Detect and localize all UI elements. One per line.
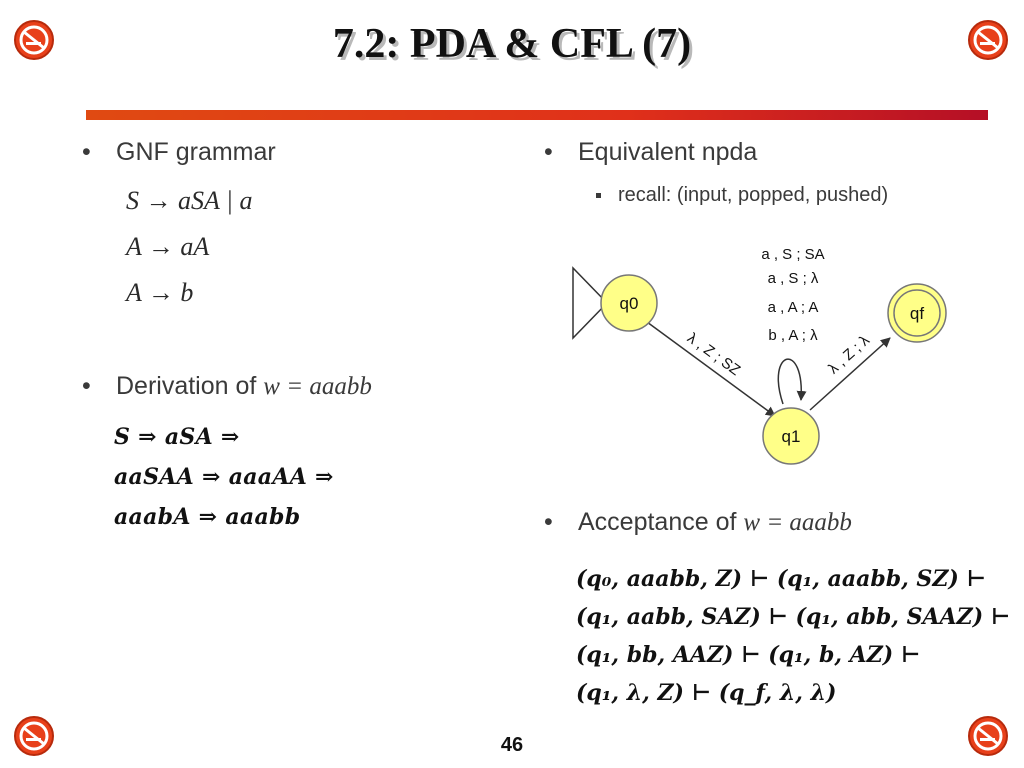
no-smoking-icon [12,714,56,758]
edge-q0-q1 [646,321,776,417]
loop-label: a , A ; A [768,299,819,316]
gnf-heading: • GNF grammar [82,138,276,166]
edge-label: λ , Z ; λ [825,332,873,378]
edge-q1-qf [809,337,891,411]
loop-label: a , S ; SA [761,246,824,263]
acceptance-heading: • Acceptance of w = aaabb [544,508,852,536]
no-smoking-icon [12,18,56,62]
start-arrow [572,266,609,340]
title-rule [86,110,988,120]
grammar-rule: S → aSA | a [126,186,253,215]
npda-heading: • Equivalent npda [544,138,758,166]
acceptance-line: (q₁, aabb, SAZ) ⊢ (q₁, abb, SAAZ) ⊢ [576,604,1011,630]
state-label: q0 [620,294,639,313]
state-label: q1 [782,427,801,446]
state-q1 [762,407,820,465]
state-qf [887,283,947,343]
loop-label: b , A ; λ [768,327,818,344]
acceptance-line: (q₁, λ, Z) ⊢ (q_f, λ, λ) [576,680,837,706]
no-smoking-icon [966,714,1010,758]
npda-state-diagram: q0 q1 qf a , S ; SA a , S ; λ a , A ; A … [572,246,947,465]
recall-note: recall: (input, popped, pushed) [596,184,888,207]
derivation-heading: • Derivation of w = aaabb [82,372,372,400]
loop-label: a , S ; λ [768,270,819,287]
grammar-rule: A → b [126,278,194,307]
derivation-line: S ⇒ aSA ⇒ [114,424,240,450]
acceptance-line: (q₀, aaabb, Z) ⊢ (q₁, aaabb, SZ) ⊢ [576,566,986,592]
no-smoking-icon [966,18,1010,62]
state-q0 [600,274,658,332]
acceptance-line: (q₁, bb, AAZ) ⊢ (q₁, b, AZ) ⊢ [576,642,921,668]
grammar-rule: A → aA [126,232,210,261]
derivation-line: aaabA ⇒ aaabb [114,504,301,530]
state-label: qf [910,304,924,323]
page-number: 46 [500,734,524,756]
slide-title: 7.2: PDA & CFL (7) [332,21,692,67]
derivation-line: aaSAA ⇒ aaaAA ⇒ [114,464,334,490]
loop-q1 [777,358,807,405]
